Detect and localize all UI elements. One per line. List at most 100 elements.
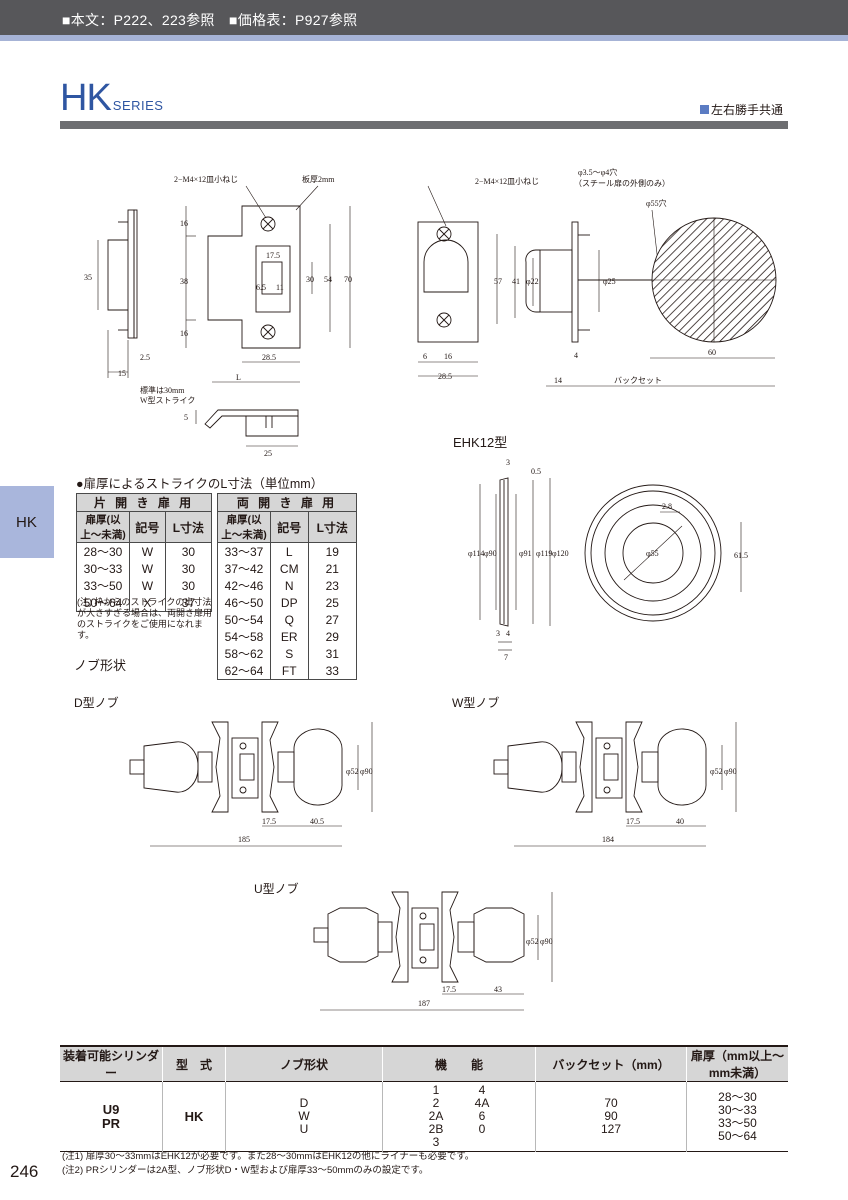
- technical-drawings: 2−M4×12皿小ねじ 板厚2mm 35 16 38 16 17.5 6.5 1…: [84, 167, 777, 1011]
- cell: 30: [164, 577, 213, 594]
- cell: W: [129, 542, 166, 560]
- u-knob-dim-43: 43: [494, 985, 502, 994]
- function-value: 2B: [428, 1122, 444, 1136]
- dim-15: 15: [118, 369, 126, 378]
- w-strike-view: [195, 409, 299, 447]
- cell: ER: [270, 628, 309, 645]
- dim-35: 35: [84, 273, 92, 282]
- function-value: 3: [432, 1135, 440, 1149]
- w-knob-dim-phi90: φ90: [724, 767, 737, 776]
- cell: 50〜54: [217, 611, 271, 628]
- w-knob-label: W型ノブ: [452, 696, 500, 710]
- dim-70: 70: [344, 275, 352, 284]
- col-knob: ノブ形状: [225, 1046, 383, 1082]
- cell: 30: [164, 542, 213, 560]
- dim-28-5: 28.5: [262, 353, 276, 362]
- u-knob-dim-187: 187: [418, 999, 430, 1008]
- cell: S: [270, 645, 309, 662]
- dim-5: 5: [184, 413, 188, 422]
- function-value: 4: [478, 1083, 486, 1097]
- double-door-title: 両 開 き 扉 用: [217, 493, 357, 512]
- cell: 19: [307, 542, 357, 560]
- header-text: ■本文：P222、223参照 ■価格表：P927参照: [62, 12, 358, 28]
- w-knob-dim-184: 184: [602, 835, 614, 844]
- cell: 25: [307, 594, 357, 611]
- d-knob-dim-phi52: φ52: [346, 767, 359, 776]
- cell: L: [270, 542, 309, 560]
- ehk-dim-3b: 3: [496, 629, 500, 638]
- cell: 37〜42: [217, 560, 271, 577]
- ehk-dim-3a: 3: [506, 458, 510, 467]
- strike-note: (注) 枠からのストライクの出寸法が大きすぎる場合は、両開き扉用のストライクをご…: [77, 597, 213, 640]
- dim-phi22: φ22: [526, 277, 539, 286]
- dim-25: 25: [264, 449, 272, 458]
- cell: DP: [270, 594, 309, 611]
- d-knob-dim-17-5: 17.5: [262, 817, 276, 826]
- cell: 58〜62: [217, 645, 271, 662]
- ehk12-side-view: [479, 477, 551, 651]
- ehk-dim-4: 4: [506, 629, 510, 638]
- ehk-dim-phi120: φ120: [552, 549, 569, 558]
- dim-16c: 16: [444, 352, 452, 361]
- series-name: HK: [60, 77, 112, 119]
- cell: 33〜50: [76, 577, 130, 594]
- ehk-dim-phi90: φ90: [484, 549, 497, 558]
- footnote-2: (注2) PRシリンダーは2A型、ノブ形状D・W型および扉厚33〜50mmのみの…: [62, 1165, 429, 1176]
- cell: 23: [307, 577, 357, 594]
- u-knob-label: U型ノブ: [254, 882, 299, 896]
- u-knob-drawing: [313, 891, 553, 1011]
- function-value: 6: [478, 1109, 486, 1123]
- dim-screw-label: 2−M4×12皿小ねじ: [174, 175, 238, 184]
- dim-2-5: 2.5: [140, 353, 150, 362]
- u-knob-dim-phi90: φ90: [540, 937, 553, 946]
- spec-table: 装着可能シリンダー 型 式 ノブ形状 機 能 バックセット（mm） 扉厚（mm以…: [60, 1045, 788, 1152]
- strike-front-view: [185, 185, 351, 383]
- backset-value: 70: [604, 1096, 618, 1110]
- cell: FT: [270, 662, 309, 680]
- dim-6: 6: [423, 352, 427, 361]
- u-knob-dim-17-5: 17.5: [442, 985, 456, 994]
- cell: N: [270, 577, 309, 594]
- knob-d: D: [299, 1096, 309, 1110]
- d-knob-dim-40-5: 40.5: [310, 817, 324, 826]
- handing-note-text: 左右勝手共通: [711, 103, 784, 117]
- lock-front-view: [417, 185, 479, 377]
- dim-phi25: φ25: [603, 277, 616, 286]
- cylinder-cell: U9 PR: [60, 1081, 163, 1152]
- u-knob-dim-phi52: φ52: [526, 937, 539, 946]
- ehk12-title: EHK12型: [453, 435, 508, 450]
- col-backset: バックセット（mm）: [535, 1046, 687, 1082]
- dim-w-strike: W型ストライク: [140, 396, 195, 405]
- lock-screw-label: 2−M4×12皿小ねじ: [475, 177, 539, 186]
- cell: 33〜37: [217, 542, 271, 560]
- d-knob-label: D型ノブ: [74, 696, 119, 710]
- ehk-dim-phi114: φ114: [468, 549, 484, 558]
- cell: 21: [307, 560, 357, 577]
- dim-l: L: [236, 373, 241, 382]
- col-symbol: 記号: [129, 511, 166, 543]
- header-underline: [0, 35, 848, 41]
- cylinder-pr: PR: [101, 1115, 121, 1131]
- col-door-thickness: 扉厚（mm以上〜mm未満）: [686, 1046, 788, 1082]
- ehk-dim-phi119: φ119: [536, 549, 552, 558]
- cell: 28〜30: [76, 542, 130, 560]
- thickness-value: 33〜50: [718, 1115, 757, 1130]
- w-knob-dim-phi52: φ52: [710, 767, 723, 776]
- side-tab[interactable]: HK: [0, 486, 54, 558]
- dim-11: 11: [276, 283, 284, 292]
- dimension-labels: 2−M4×12皿小ねじ 板厚2mm 35 16 38 16 17.5 6.5 1…: [84, 167, 748, 1008]
- cell: W: [129, 577, 166, 594]
- lock-bore-label: φ55穴: [646, 198, 667, 208]
- cell: W: [129, 560, 166, 577]
